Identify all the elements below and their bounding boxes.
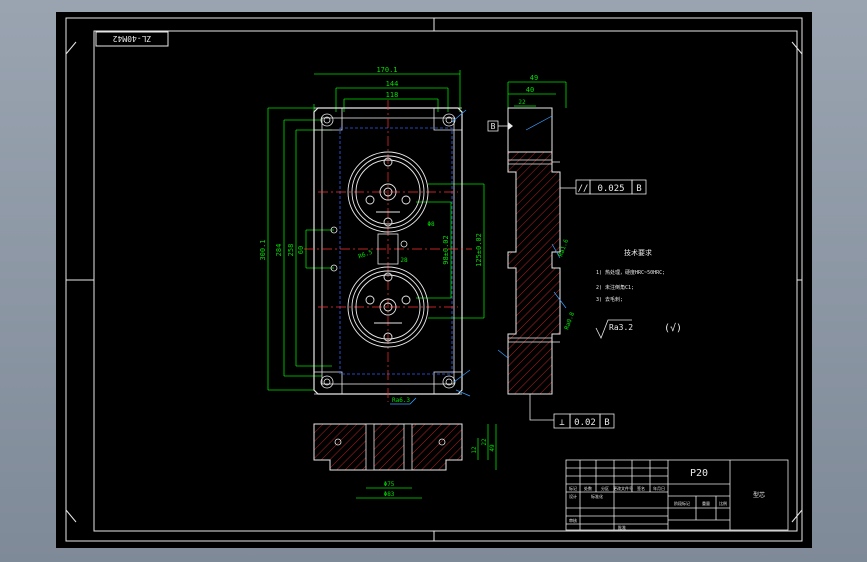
datum-b-label: B	[491, 122, 496, 131]
tech-item-3: 3) 去毛刺;	[596, 296, 623, 303]
ra-side-b: Ra0.8	[563, 311, 576, 331]
dim-hole-b: Φ8	[427, 221, 435, 228]
perp-datum: B	[604, 418, 609, 428]
title-cell-4: 更改文件号	[613, 485, 633, 491]
drawing-code-box: ZL-40M42	[95, 31, 169, 47]
tech-item-2: 2) 未注倒角C1;	[596, 284, 634, 291]
parallel-value: 0.025	[597, 184, 624, 194]
front-view: 170.1 144 118 300.1 284 258 60 98±0.02 1…	[259, 66, 485, 405]
title-row2-3: 阶段标记	[674, 500, 690, 506]
roughness-check: (√)	[664, 322, 682, 334]
dim-bot-h1: 12	[471, 446, 478, 454]
perp-symbol: ⊥	[559, 418, 565, 428]
dim-hole-a: R6.5	[357, 249, 373, 261]
title-row2-4: 重量	[702, 500, 710, 506]
bottom-view: Φ75 Φ83 12 22 49	[313, 423, 497, 499]
title-cell-3: 分区	[601, 485, 609, 491]
dim-bot-w1: Φ75	[384, 481, 395, 488]
drawing-canvas[interactable]: ZL-40M42	[56, 12, 812, 548]
roughness-general: Ra3.2	[609, 323, 633, 332]
title-row3-1: 审核	[569, 517, 577, 523]
dim-left-h1: 300.1	[259, 239, 267, 260]
dim-top-w3: 118	[386, 91, 399, 99]
dim-mid-w: 28	[400, 257, 408, 264]
drawing-code: ZL-40M42	[113, 34, 152, 43]
roughness-symbol	[595, 319, 632, 339]
datum-b: B	[487, 120, 513, 132]
title-cell-6: 年月日	[653, 485, 665, 491]
title-row2-1: 设计	[569, 493, 577, 499]
dim-top-w1: 170.1	[376, 66, 397, 74]
side-view: 49 40 22 B Ra1.6 Ra0.8	[487, 74, 647, 429]
dim-mid-h1: 98±0.02	[442, 235, 450, 265]
tech-title: 技术要求	[624, 248, 652, 257]
title-row2-2: 标准化	[591, 493, 603, 499]
cad-drawing: ZL-40M42	[65, 17, 803, 542]
dim-side-w1: 49	[530, 74, 538, 82]
parallel-symbol: //	[578, 184, 589, 194]
dim-bot-h3: 49	[489, 444, 496, 452]
title-cell-5: 签名	[637, 485, 645, 491]
dim-left-h2: 284	[275, 244, 283, 257]
title-cell-1: 标记	[569, 485, 577, 491]
title-row2-5: 比例	[719, 500, 727, 506]
tolerance-perp: ⊥ 0.02 B	[529, 394, 615, 429]
dim-top-w2: 144	[386, 80, 399, 88]
tech-item-1: 1) 热处理，硬度HRC~50HRC;	[596, 269, 665, 276]
sheet-frame	[65, 17, 803, 542]
dim-left-h4: 60	[297, 246, 305, 254]
perp-value: 0.02	[574, 418, 596, 428]
dim-side-w3: 22	[518, 99, 526, 106]
dim-bot-w2: Φ83	[384, 491, 395, 498]
dim-side-w2: 40	[526, 86, 534, 94]
dim-mid-h2: 125±0.02	[475, 233, 483, 267]
dim-left-h3: 258	[287, 244, 295, 257]
ra-front: Ra6.3	[392, 397, 410, 404]
parallel-datum: B	[636, 184, 641, 194]
tech-requirements: 技术要求 1) 热处理，硬度HRC~50HRC; 2) 未注倒角C1; 3) 去…	[595, 248, 682, 339]
tolerance-parallel: // 0.025 B	[560, 179, 647, 195]
roughness-marker-front: Ra6.3	[390, 397, 417, 405]
title-block	[565, 459, 789, 531]
title-part-no: P20	[690, 468, 708, 479]
dim-bot-h2: 22	[481, 438, 488, 446]
title-row3-2: 批准	[618, 524, 626, 530]
title-cell-2: 处数	[584, 485, 592, 491]
title-material: 型芯	[753, 491, 765, 499]
